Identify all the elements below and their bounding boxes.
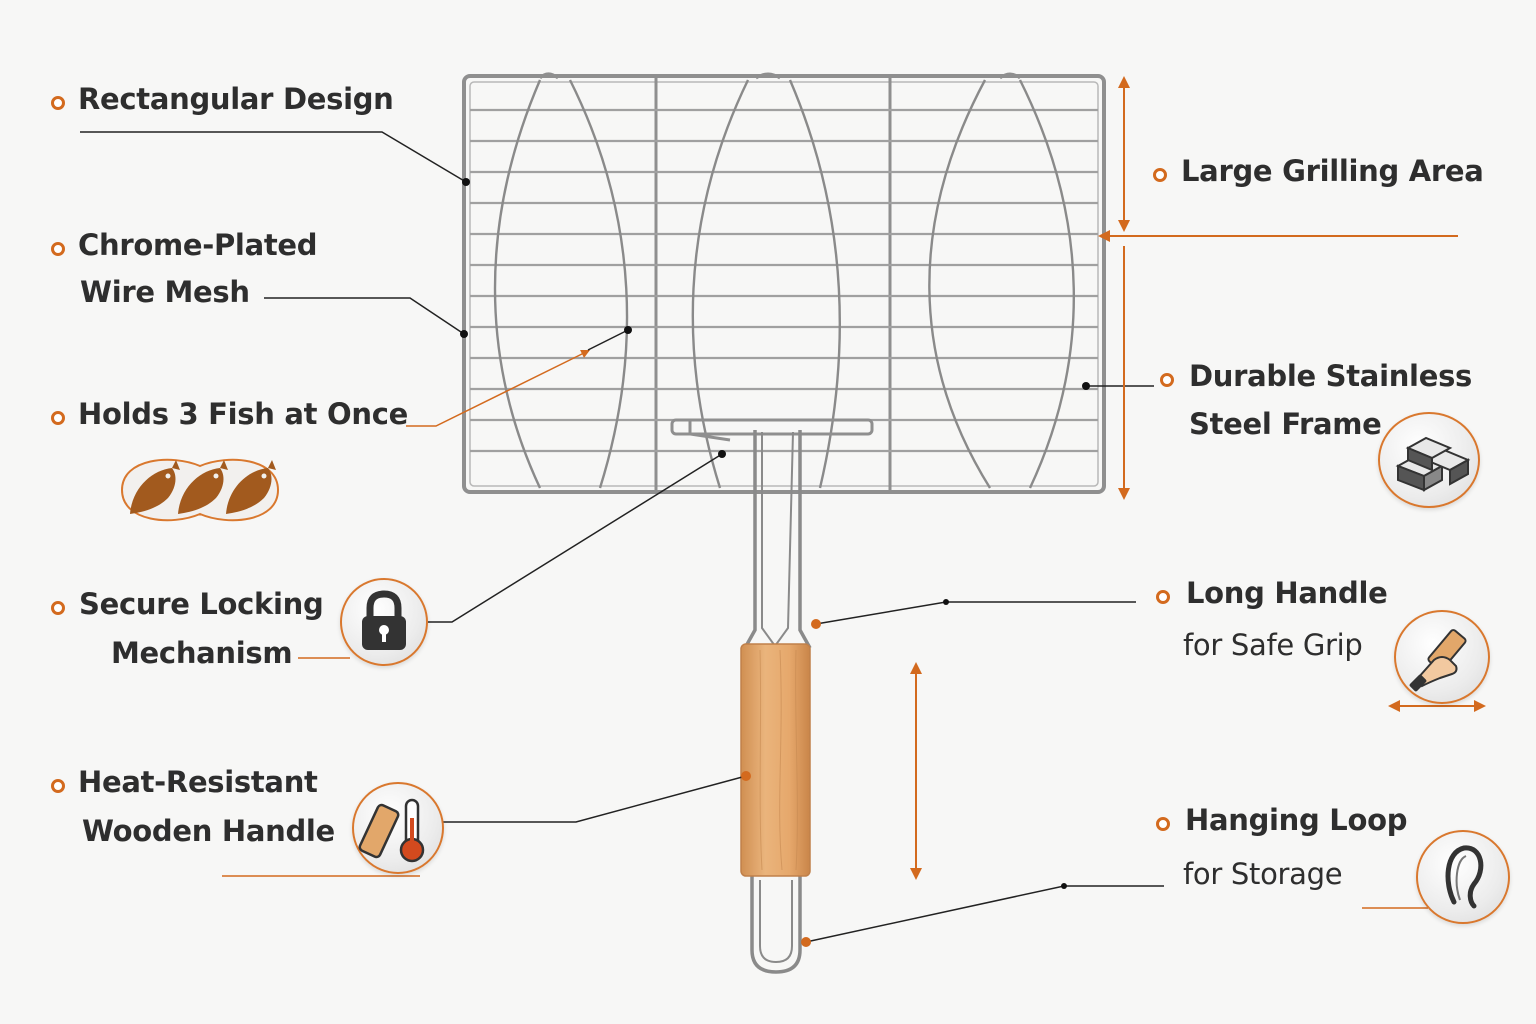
wood-grain bbox=[759, 649, 798, 871]
bullet-icon bbox=[51, 96, 65, 110]
thermometer-icon bbox=[352, 782, 444, 874]
label-secure-locking: Secure Locking bbox=[79, 587, 324, 621]
label-large-grilling-area: Large Grilling Area bbox=[1181, 154, 1484, 188]
label-rectangular-design: Rectangular Design bbox=[78, 82, 394, 116]
padlock-icon bbox=[340, 578, 428, 666]
label-mechanism: Mechanism bbox=[111, 636, 293, 670]
horizontal-wires bbox=[470, 108, 1098, 453]
hanging-loop-icon bbox=[1416, 830, 1510, 924]
fish-shaped-wires bbox=[493, 79, 1076, 489]
bullet-icon bbox=[1156, 817, 1170, 831]
basket-frame bbox=[462, 72, 1106, 494]
label-hanging-loop: Hanging Loop bbox=[1185, 803, 1408, 837]
bullet-icon bbox=[51, 601, 65, 615]
label-long-handle: Long Handle bbox=[1186, 576, 1388, 610]
label-wooden-handle: Wooden Handle bbox=[82, 814, 335, 848]
leader-lines bbox=[80, 131, 1458, 943]
label-chrome-plated: Chrome-Plated bbox=[78, 228, 318, 262]
label-heat-resistant: Heat-Resistant bbox=[78, 765, 318, 799]
bullet-icon bbox=[51, 411, 65, 425]
bullet-icon bbox=[51, 242, 65, 256]
locking-bar bbox=[670, 418, 874, 442]
label-steel-frame: Steel Frame bbox=[1189, 407, 1382, 441]
bullet-icon bbox=[1153, 168, 1167, 182]
label-holds-3-fish: Holds 3 Fish at Once bbox=[78, 397, 408, 431]
label-durable-stainless: Durable Stainless bbox=[1189, 359, 1472, 393]
label-for-storage: for Storage bbox=[1183, 857, 1343, 891]
label-for-safe-grip: for Safe Grip bbox=[1183, 628, 1363, 662]
label-wire-mesh: Wire Mesh bbox=[80, 275, 250, 309]
bullet-icon bbox=[51, 779, 65, 793]
fish-icon bbox=[112, 448, 288, 532]
steel-bars-icon bbox=[1378, 412, 1480, 508]
wooden-handle bbox=[740, 643, 811, 877]
leader-dots bbox=[460, 178, 1090, 947]
bullet-icon bbox=[1156, 590, 1170, 604]
hand-grip-icon bbox=[1394, 610, 1490, 704]
bullet-icon bbox=[1160, 373, 1174, 387]
dimension-arrows bbox=[910, 76, 1486, 880]
